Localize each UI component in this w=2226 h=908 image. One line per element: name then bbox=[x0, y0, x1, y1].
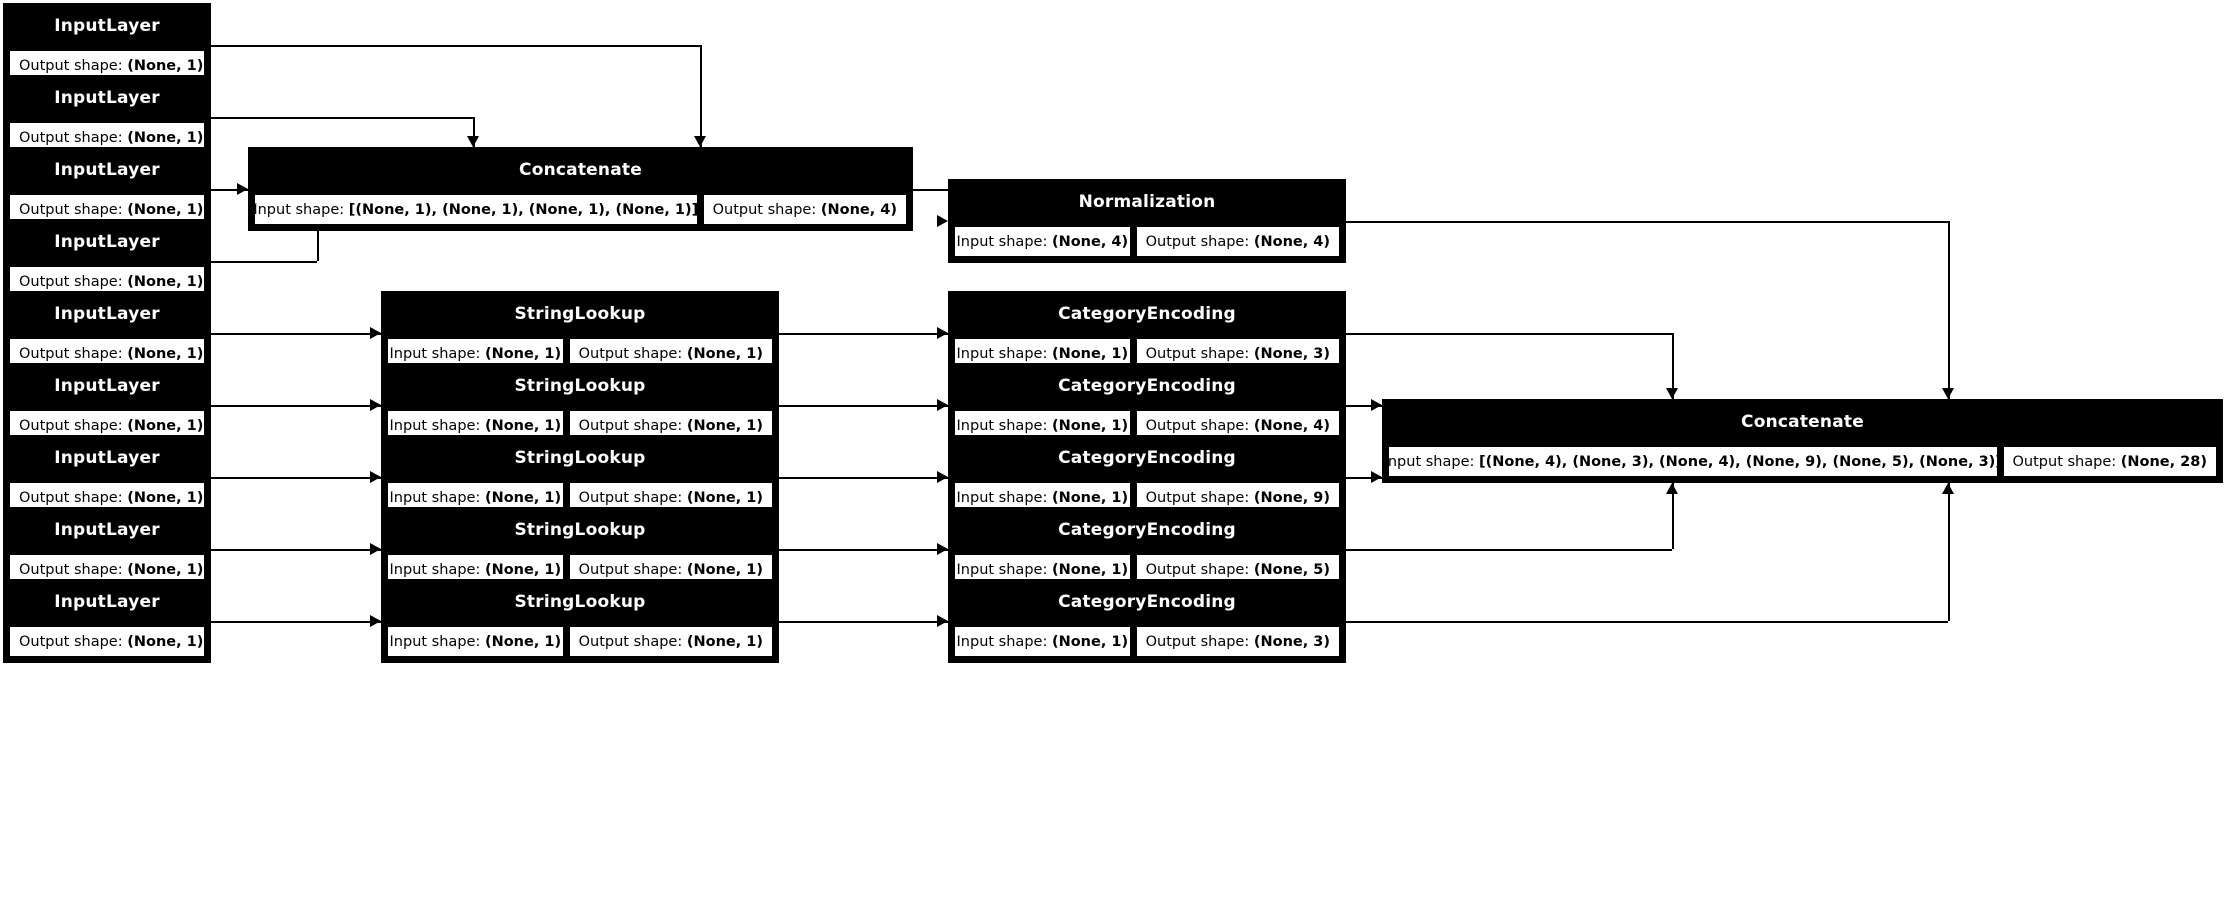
edge-input_7-to-string_lookup_3 bbox=[211, 477, 381, 479]
node-title-string_lookup_2: StringLookup bbox=[384, 366, 776, 407]
edge-string_lookup_3-to-category_encoding_3 bbox=[779, 477, 948, 479]
arrowhead-input_8-to-string_lookup_4 bbox=[370, 543, 381, 555]
node-title-input_6: InputLayer bbox=[6, 366, 208, 407]
edge-category_encoding_1-to-concat_all-h bbox=[1346, 333, 1672, 335]
arrowhead-category_encoding_4-to-concat_all bbox=[1666, 483, 1678, 494]
edge-input_2-to-concat_num-h bbox=[211, 117, 473, 119]
node-title-input_3: InputLayer bbox=[6, 150, 208, 191]
node-body-category_encoding_5: Input shape: (None, 1)Output shape: (Non… bbox=[951, 623, 1343, 660]
arrowhead-category_encoding_5-to-concat_all bbox=[1942, 483, 1954, 494]
output-shape-input_9: Output shape: (None, 1) bbox=[8, 625, 206, 658]
arrowhead-string_lookup_4-to-category_encoding_4 bbox=[937, 543, 948, 555]
edge-input_3-to-concat_num bbox=[211, 189, 248, 191]
output-shape-concat_all: Output shape: (None, 28) bbox=[2001, 445, 2218, 478]
output-shape-category_encoding_5: Output shape: (None, 3) bbox=[1134, 625, 1341, 658]
node-title-concat_num: Concatenate bbox=[251, 150, 910, 191]
node-title-input_5: InputLayer bbox=[6, 294, 208, 335]
node-title-string_lookup_4: StringLookup bbox=[384, 510, 776, 551]
arrowhead-input_6-to-string_lookup_2 bbox=[370, 399, 381, 411]
edge-string_lookup_1-to-category_encoding_1 bbox=[779, 333, 948, 335]
edge-string_lookup_5-to-category_encoding_5 bbox=[779, 621, 948, 623]
arrowhead-concat_num-to-normalization bbox=[937, 215, 948, 227]
arrowhead-input_3-to-concat_num bbox=[237, 183, 248, 195]
node-title-string_lookup_3: StringLookup bbox=[384, 438, 776, 479]
edge-input_4-to-concat_num-v bbox=[317, 213, 319, 261]
arrowhead-input_9-to-string_lookup_5 bbox=[370, 615, 381, 627]
input-shape-concat_num: Input shape: [(None, 1), (None, 1), (Non… bbox=[253, 193, 699, 226]
node-title-normalization: Normalization bbox=[951, 182, 1343, 223]
arrowhead-input_7-to-string_lookup_3 bbox=[370, 471, 381, 483]
node-body-string_lookup_5: Input shape: (None, 1)Output shape: (Non… bbox=[384, 623, 776, 660]
edge-input_2-to-concat_num-v bbox=[473, 117, 475, 147]
input-shape-string_lookup_5: Input shape: (None, 1) bbox=[386, 625, 565, 658]
edge-string_lookup_4-to-category_encoding_4 bbox=[779, 549, 948, 551]
edge-input_6-to-string_lookup_2 bbox=[211, 405, 381, 407]
edge-input_1-to-concat_num-h bbox=[211, 45, 700, 47]
node-title-category_encoding_5: CategoryEncoding bbox=[951, 582, 1343, 623]
input-shape-normalization: Input shape: (None, 4) bbox=[953, 225, 1132, 258]
node-title-category_encoding_4: CategoryEncoding bbox=[951, 510, 1343, 551]
input-shape-concat_all: Input shape: [(None, 4), (None, 3), (Non… bbox=[1387, 445, 1999, 478]
arrowhead-category_encoding_2-to-concat_all bbox=[1371, 399, 1382, 411]
input-shape-category_encoding_5: Input shape: (None, 1) bbox=[953, 625, 1132, 658]
node-title-category_encoding_3: CategoryEncoding bbox=[951, 438, 1343, 479]
arrowhead-input_2-to-concat_num bbox=[467, 136, 479, 147]
edge-category_encoding_5-to-concat_all-h bbox=[1346, 621, 1948, 623]
node-title-input_2: InputLayer bbox=[6, 78, 208, 119]
edge-string_lookup_2-to-category_encoding_2 bbox=[779, 405, 948, 407]
node-body-input_9: Output shape: (None, 1) bbox=[6, 623, 208, 660]
arrowhead-normalization-to-concat_all bbox=[1942, 388, 1954, 399]
node-title-input_8: InputLayer bbox=[6, 510, 208, 551]
node-title-concat_all: Concatenate bbox=[1385, 402, 2220, 443]
edge-category_encoding_4-to-concat_all-v bbox=[1672, 483, 1674, 549]
node-title-input_9: InputLayer bbox=[6, 582, 208, 623]
arrowhead-input_1-to-concat_num bbox=[694, 136, 706, 147]
edge-input_1-to-concat_num-v bbox=[700, 45, 702, 147]
node-title-string_lookup_5: StringLookup bbox=[384, 582, 776, 623]
arrowhead-string_lookup_2-to-category_encoding_2 bbox=[937, 399, 948, 411]
node-title-input_1: InputLayer bbox=[6, 6, 208, 47]
arrowhead-category_encoding_1-to-concat_all bbox=[1666, 388, 1678, 399]
edge-category_encoding_4-to-concat_all-h bbox=[1346, 549, 1672, 551]
edge-category_encoding_5-to-concat_all-v bbox=[1948, 483, 1950, 621]
output-shape-concat_num: Output shape: (None, 4) bbox=[701, 193, 908, 226]
node-body-normalization: Input shape: (None, 4)Output shape: (Non… bbox=[951, 223, 1343, 260]
arrowhead-string_lookup_1-to-category_encoding_1 bbox=[937, 327, 948, 339]
edge-category_encoding_3-to-concat_all bbox=[1346, 477, 1382, 479]
output-shape-normalization: Output shape: (None, 4) bbox=[1134, 225, 1341, 258]
arrowhead-input_5-to-string_lookup_1 bbox=[370, 327, 381, 339]
edge-input_4-to-concat_num-h bbox=[211, 261, 317, 263]
edge-normalization-to-concat_all-v bbox=[1948, 221, 1950, 399]
edge-input_5-to-string_lookup_1 bbox=[211, 333, 381, 335]
node-body-concat_num: Input shape: [(None, 1), (None, 1), (Non… bbox=[251, 191, 910, 228]
node-title-category_encoding_1: CategoryEncoding bbox=[951, 294, 1343, 335]
edge-normalization-to-concat_all-h bbox=[1346, 221, 1948, 223]
node-body-concat_all: Input shape: [(None, 4), (None, 3), (Non… bbox=[1385, 443, 2220, 480]
output-shape-string_lookup_5: Output shape: (None, 1) bbox=[567, 625, 774, 658]
edge-input_9-to-string_lookup_5 bbox=[211, 621, 381, 623]
arrowhead-string_lookup_5-to-category_encoding_5 bbox=[937, 615, 948, 627]
edge-concat_num-to-normalization bbox=[913, 189, 948, 191]
edge-category_encoding_2-to-concat_all bbox=[1346, 405, 1382, 407]
arrowhead-string_lookup_3-to-category_encoding_3 bbox=[937, 471, 948, 483]
node-title-string_lookup_1: StringLookup bbox=[384, 294, 776, 335]
edge-category_encoding_1-to-concat_all-v bbox=[1672, 333, 1674, 399]
node-title-input_4: InputLayer bbox=[6, 222, 208, 263]
node-title-input_7: InputLayer bbox=[6, 438, 208, 479]
arrowhead-category_encoding_3-to-concat_all bbox=[1371, 471, 1382, 483]
edge-input_8-to-string_lookup_4 bbox=[211, 549, 381, 551]
node-title-category_encoding_2: CategoryEncoding bbox=[951, 366, 1343, 407]
